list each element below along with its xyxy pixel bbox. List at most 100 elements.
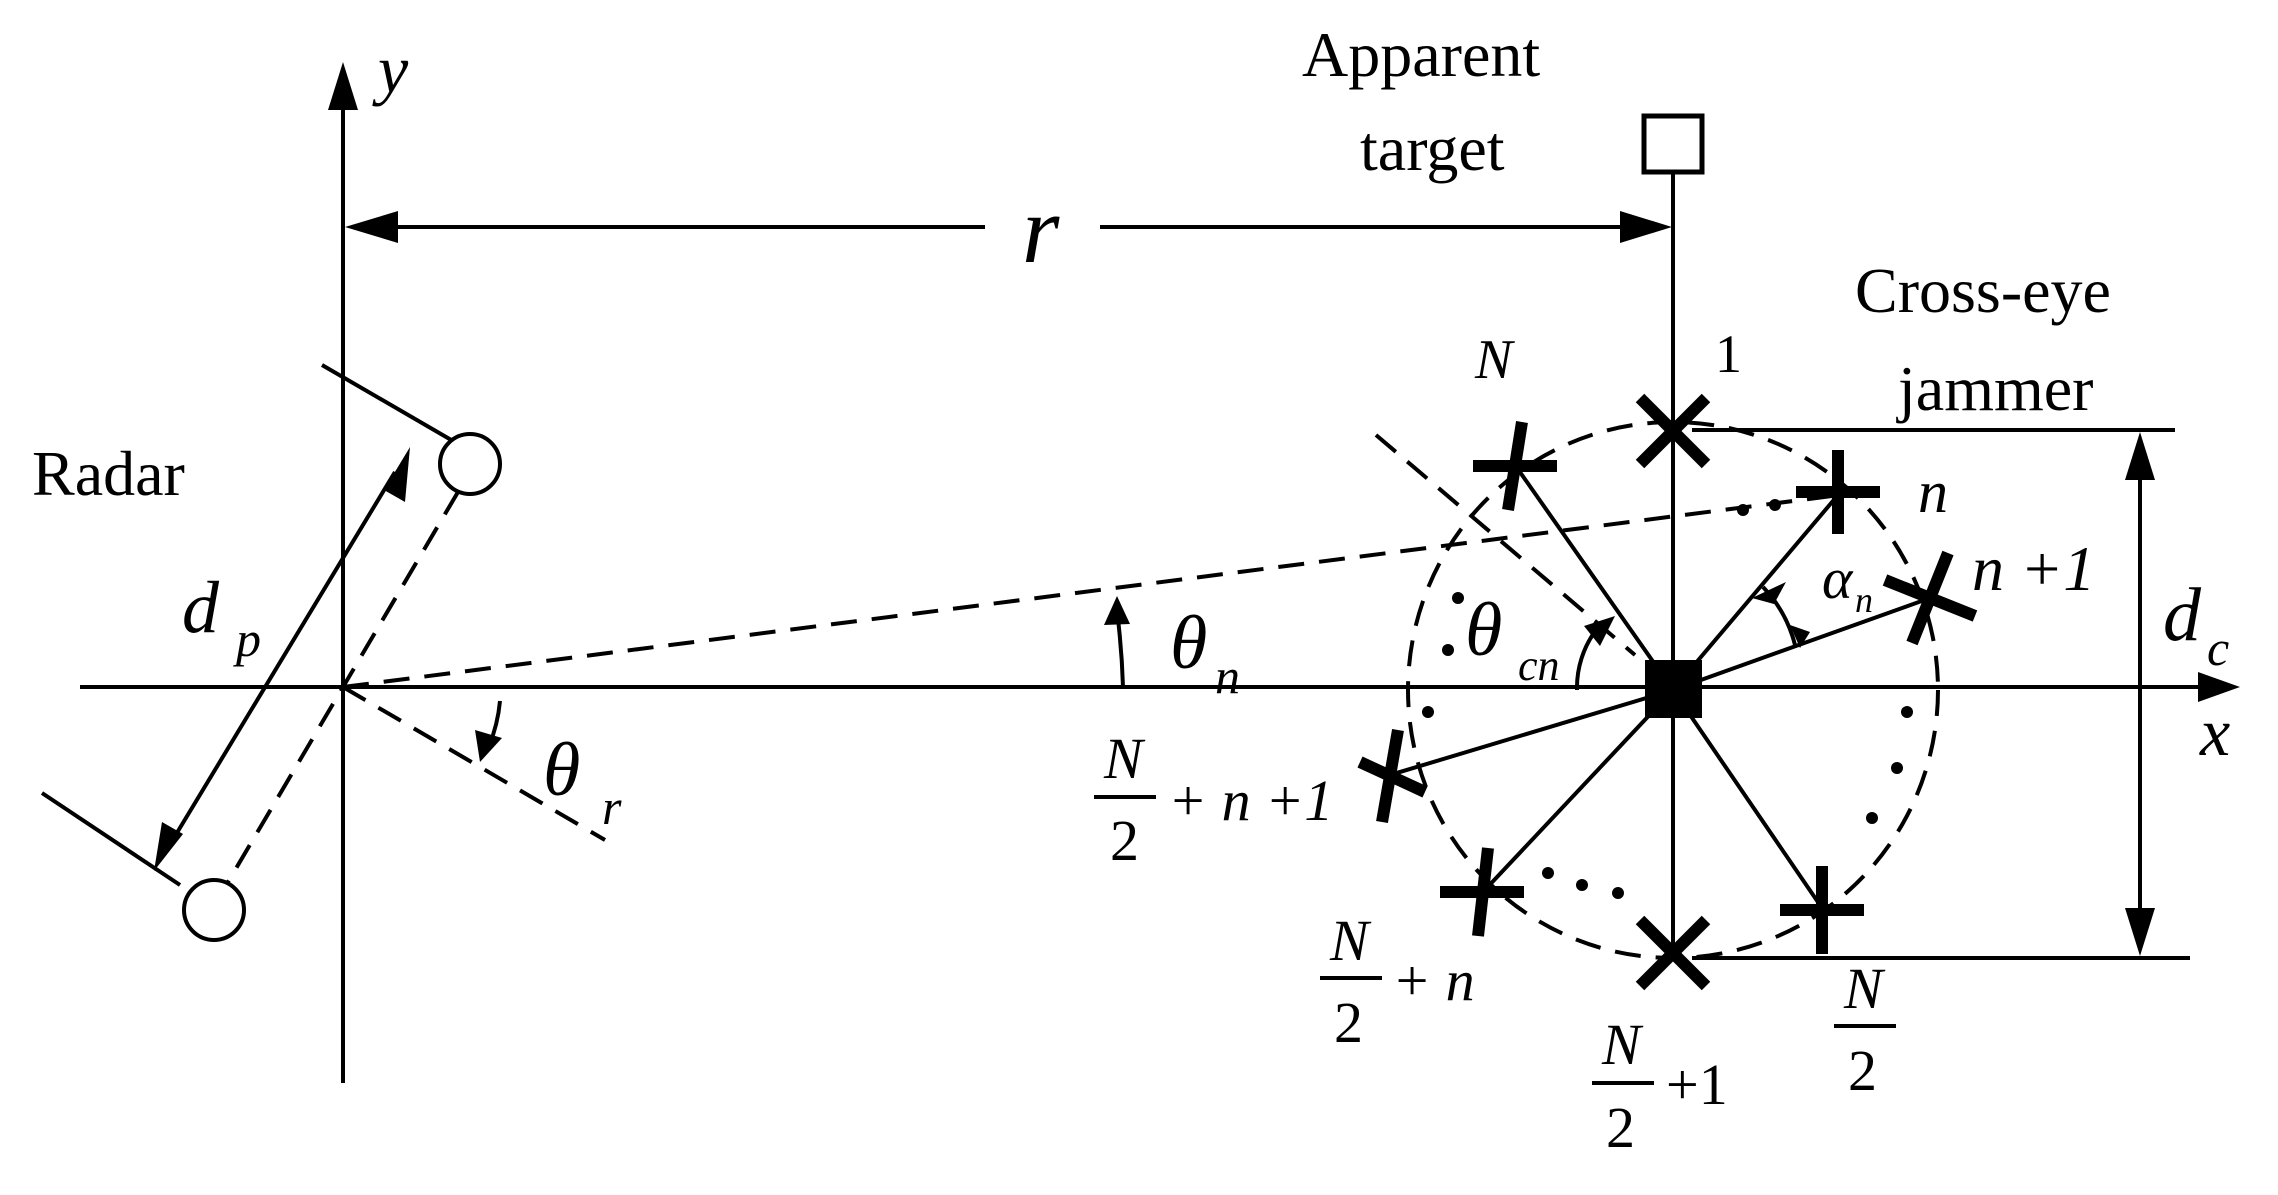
dot <box>1737 504 1749 516</box>
antenna-label-n-plus-1: n +1 <box>1972 533 2095 604</box>
radar: Radar d p <box>32 363 502 942</box>
antenna-1 <box>1635 393 1711 469</box>
cross-stroke <box>1635 393 1711 469</box>
spoke-to-N-half <box>1671 688 1824 910</box>
dot <box>1891 762 1903 774</box>
cross-stroke <box>1472 847 1494 937</box>
dot <box>1452 592 1464 604</box>
dot <box>1769 499 1781 511</box>
dot <box>1442 644 1454 656</box>
dot <box>1901 706 1913 718</box>
radar-dp-arrow-line <box>167 470 397 848</box>
dp-label-main: d <box>182 567 220 649</box>
frac-numerator: N <box>1103 726 1146 791</box>
alpha-n-label-main: α <box>1822 546 1854 611</box>
antenna-n-plus-1 <box>1882 550 1978 646</box>
cross-stroke <box>1376 728 1404 824</box>
radar-dp-arrowhead-top <box>384 447 410 502</box>
jammer-center-square <box>1645 660 1702 718</box>
frac-denominator: 2 <box>1110 808 1139 873</box>
y-axis-label: y <box>372 31 409 107</box>
frac-tail: +1 <box>1666 1052 1728 1117</box>
frac-numerator: N <box>1329 908 1372 973</box>
radar-antenna-bottom-boom <box>40 791 182 887</box>
antenna-N <box>1473 421 1557 511</box>
dot <box>1542 867 1554 879</box>
apparent-target-square <box>1641 113 1705 175</box>
theta-n-label-main: θ <box>1170 601 1207 685</box>
dc-label-sub: c <box>2207 620 2229 676</box>
spoke-to-N-half-n-1 <box>1389 688 1674 777</box>
theta-cn-arrowhead <box>1584 616 1615 646</box>
antenna-label-n: n <box>1918 459 1948 525</box>
dc-arrowhead-bottom <box>2125 908 2155 956</box>
los-to-antenna-n-dashed <box>342 493 1841 689</box>
theta-r-arrowhead <box>475 730 502 762</box>
antenna-N-half-plus-1 <box>1635 915 1711 991</box>
frac-denominator: 2 <box>1334 990 1363 1055</box>
range-label: r <box>1022 176 1060 283</box>
range-dimension: r <box>345 176 1672 283</box>
axes: y x <box>80 31 2240 1083</box>
radar-label: Radar <box>32 438 185 509</box>
frac-denominator: 2 <box>1606 1095 1635 1160</box>
jammer-label-line2: jammer <box>1896 353 2093 424</box>
alpha-n-arrowhead-bottom <box>1790 625 1810 648</box>
theta-cn-label-main: θ <box>1465 588 1502 672</box>
dp-label-sub: p <box>233 611 261 667</box>
frac-denominator: 2 <box>1848 1038 1877 1103</box>
theta-r-angle: θ r <box>341 685 622 842</box>
dot <box>1866 812 1878 824</box>
antenna-N-half-plus-n <box>1440 847 1524 937</box>
antenna-label-N-half-plus-n: N 2 + n <box>1320 908 1475 1055</box>
antenna-label-N: N <box>1474 329 1515 391</box>
array-continuation-dots <box>1422 499 1913 899</box>
antenna-N-half <box>1780 866 1864 954</box>
dot <box>1576 879 1588 891</box>
theta-r-label-main: θ <box>543 728 580 812</box>
y-axis-arrowhead <box>328 62 358 110</box>
theta-r-label-sub: r <box>602 779 622 835</box>
dot <box>1422 706 1434 718</box>
spoke-to-n <box>1671 493 1840 692</box>
theta-n-label-sub: n <box>1215 648 1240 704</box>
range-arrowhead-left <box>345 211 398 243</box>
antenna-n <box>1796 450 1880 534</box>
theta-cn-label-sub: cn <box>1518 641 1560 690</box>
theta-cn-dashed-line <box>1374 433 1637 657</box>
antenna-label-N-half-plus-1: N 2 +1 <box>1592 1012 1728 1160</box>
antenna-label-1: 1 <box>1715 324 1742 384</box>
cross-stroke <box>1906 550 1954 646</box>
radar-antenna-bottom-circle <box>182 878 246 942</box>
cross-eye-jammer: Cross-eye jammer d c <box>1094 255 2229 1160</box>
apparent-target: Apparent target <box>1302 19 1705 960</box>
cross-stroke <box>1502 421 1528 511</box>
alpha-n-arrowhead-top <box>1752 582 1786 604</box>
radar-antenna-top-circle <box>438 432 502 496</box>
spoke-to-N-half-n <box>1480 688 1675 895</box>
theta-r-dashed-ray <box>341 685 607 842</box>
label-text: n +1 <box>1972 533 2095 604</box>
apparent-target-label-line1: Apparent <box>1302 19 1540 90</box>
antenna-label-N-half: N 2 <box>1834 956 1896 1103</box>
dot <box>1612 887 1624 899</box>
frac-tail: + n <box>1392 948 1475 1013</box>
radar-antenna-top-boom <box>320 363 455 443</box>
frac-numerator: N <box>1843 956 1886 1021</box>
theta-n-angle: θ n <box>342 493 1841 704</box>
jammer-label-line1: Cross-eye <box>1855 255 2111 326</box>
alpha-n-label-sub: n <box>1855 580 1873 620</box>
range-arrowhead-right <box>1620 211 1672 243</box>
frac-tail: + n +1 <box>1168 768 1333 833</box>
x-axis-label: x <box>2199 694 2230 770</box>
cross-stroke <box>1635 915 1711 991</box>
frac-numerator: N <box>1601 1012 1644 1077</box>
dc-arrowhead-top <box>2125 432 2155 480</box>
radar-dp-arrowhead-bottom <box>154 822 183 871</box>
apparent-target-label-line2: target <box>1360 113 1505 184</box>
x-axis-arrowhead <box>2198 672 2240 702</box>
antenna-N-half-plus-n-plus-1 <box>1357 728 1428 824</box>
spoke-to-N <box>1513 463 1675 692</box>
theta-n-arrowhead <box>1104 596 1130 625</box>
